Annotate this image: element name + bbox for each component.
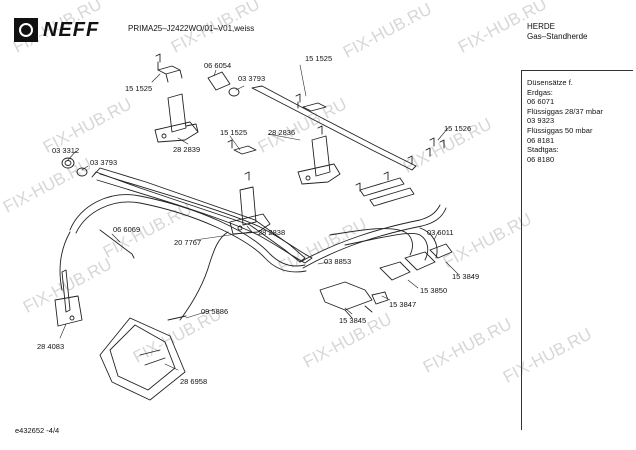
jet-line: 06 6071 (527, 97, 555, 107)
part-label: 06 6054 (204, 61, 232, 70)
screw (439, 139, 445, 149)
valve-tap-4 (429, 243, 453, 259)
brand-name: NEFF (43, 18, 100, 41)
seal-ring-upper (228, 87, 240, 97)
part-label: 28 6958 (180, 377, 208, 386)
jet-sets-list: Düsensätze f. Erdgas: 06 6071 Flüssiggas… (527, 78, 603, 164)
category-title: HERDE (527, 22, 556, 31)
part-label: 20 7767 (174, 238, 202, 247)
jet-line: Stadtgas: (527, 145, 559, 155)
part-label: 28 2836 (268, 128, 296, 137)
main-gas-tube-body (96, 173, 313, 264)
part-label: 03 6011 (427, 228, 454, 237)
logo-mark-icon (14, 18, 38, 42)
screw (295, 93, 301, 109)
bracket (359, 177, 405, 197)
bottom-plate (99, 317, 186, 401)
screw (355, 182, 361, 192)
bend-tube-inner (75, 201, 307, 273)
seal-ring-left (76, 167, 88, 177)
jet-line: Düsensätze f. (527, 78, 573, 87)
part-label: 15 3845 (339, 316, 367, 325)
jet-line: Flüssiggas 50 mbar (527, 125, 593, 135)
screw (227, 139, 233, 149)
part-label: 15 1525 (305, 54, 333, 63)
jet-line: Flüssiggas 28/37 mbar (527, 106, 603, 116)
part-label: 03 3793 (90, 158, 118, 167)
part-label: 15 1525 (125, 84, 153, 93)
electrode (61, 269, 71, 313)
part-label: 28 4083 (37, 342, 65, 351)
drawing-number: e432652 -4/4 (15, 426, 60, 435)
part-label: 06 6069 (113, 225, 141, 234)
screw (155, 53, 161, 71)
part-label: 15 1525 (220, 128, 248, 137)
valve-tap-3 (404, 251, 436, 271)
brand-logo: NEFF (14, 14, 100, 46)
right-manifold-tube (299, 204, 441, 263)
burner-right (311, 135, 331, 177)
jet-line: 06 8180 (527, 154, 555, 164)
jet-line: Erdgas: (527, 87, 553, 97)
subcategory-title: Gas–Standherde (527, 32, 588, 41)
part-label: 15 3849 (452, 272, 480, 281)
part-label: 03 8853 (324, 257, 352, 266)
clip-top (157, 65, 183, 83)
right-manifold-tube-inner (302, 207, 447, 269)
burner-middle (239, 186, 257, 226)
screw (244, 171, 250, 181)
screw (429, 137, 435, 147)
clip-mid (233, 145, 257, 155)
right-divider-top (521, 70, 633, 71)
jet-line: 03 9323 (527, 116, 555, 126)
part-label: 03 3312 (52, 146, 80, 155)
part-label: 15 1526 (444, 124, 472, 133)
screw (317, 125, 323, 135)
right-divider (521, 70, 522, 430)
burner-upper-left (167, 93, 187, 133)
screw (425, 147, 431, 157)
thermo-wire (179, 231, 229, 321)
model-title: PRIMA25–J2422WO/01–V01,weiss (128, 24, 255, 33)
jet-line: 06 8181 (527, 135, 555, 145)
part-label: 03 3793 (238, 74, 266, 83)
upper-tube (251, 85, 417, 171)
sleeve (207, 71, 231, 91)
part-label: 15 3850 (420, 286, 448, 295)
igniter-lead (59, 229, 135, 291)
part-label: 28 2838 (258, 228, 286, 237)
branch-tube-c (419, 227, 438, 259)
valve-tap-1 (319, 281, 373, 311)
part-label: 09 5886 (201, 307, 229, 316)
nut-left (61, 157, 75, 169)
valve-tap-2 (379, 261, 411, 281)
screw (383, 171, 389, 181)
part-label: 15 3847 (389, 300, 417, 309)
bend-tube (69, 194, 306, 267)
branch-tube-a (329, 228, 413, 256)
main-gas-tube (91, 167, 306, 263)
part-label: 28 2839 (173, 145, 201, 154)
branch-tube-b (344, 232, 429, 261)
screw (407, 155, 413, 165)
clip-right (302, 102, 327, 112)
